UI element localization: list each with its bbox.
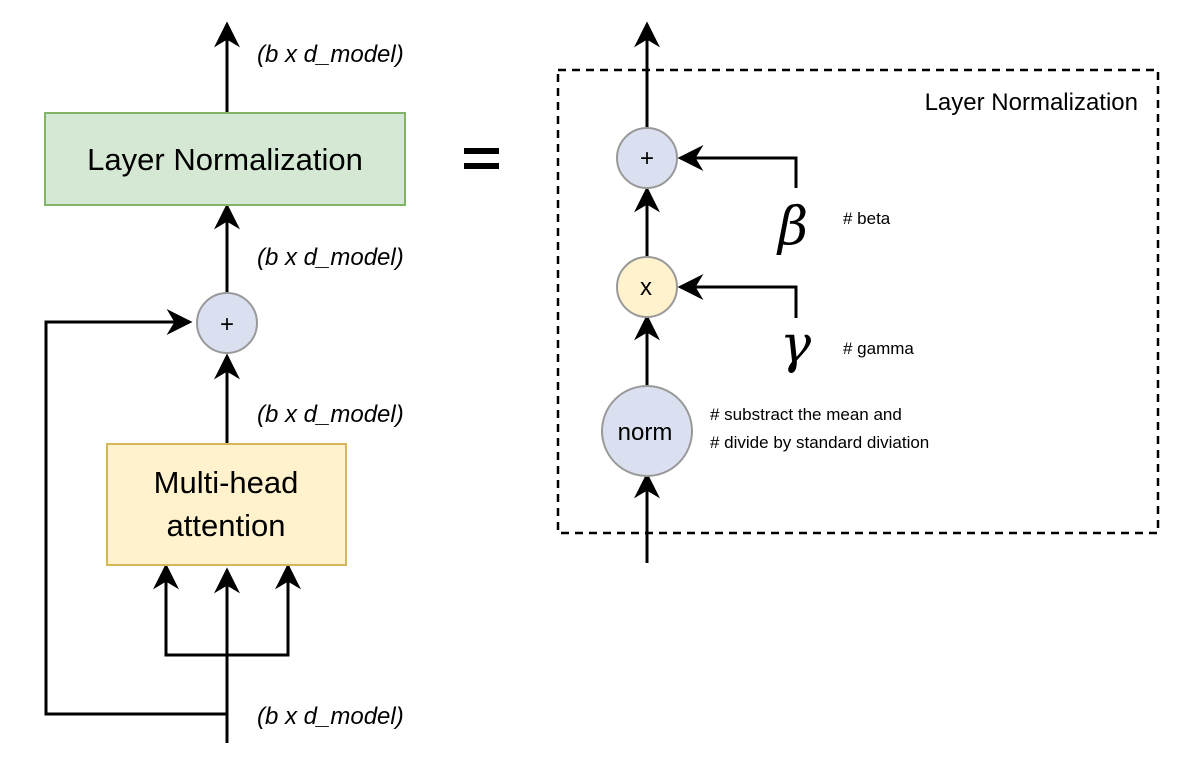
multiply-circle <box>616 256 678 318</box>
norm-circle <box>601 385 693 477</box>
panel-add-node: + <box>616 127 678 189</box>
panel-add-circle <box>616 127 678 189</box>
multi-head-attention-label-line1: Multi-head <box>154 465 299 500</box>
layer-normalization-block: Layer Normalization <box>44 112 406 206</box>
beta-comment: # beta <box>843 209 891 228</box>
norm-label: norm <box>618 419 673 446</box>
dim-label-after-attention: (b x d_model) <box>257 401 404 428</box>
multi-head-attention-block: Multi-head attention <box>106 443 347 566</box>
beta-symbol: β <box>776 197 808 257</box>
layer-normalization-label: Layer Normalization <box>87 142 363 177</box>
attention-branch-line <box>164 570 290 657</box>
multi-head-attention-label-line2: attention <box>167 508 286 543</box>
gamma-comment: # gamma <box>843 339 914 358</box>
norm-comment-line2: # divide by standard diviation <box>710 433 929 452</box>
layer-normalization-panel <box>556 68 1160 535</box>
dim-label-input: (b x d_model) <box>257 703 404 730</box>
add-circle <box>196 292 258 354</box>
multiply-symbol: x <box>640 274 652 301</box>
norm-node: norm <box>601 385 693 477</box>
beta-connector <box>677 145 798 188</box>
norm-comment-line1: # substract the mean and <box>710 405 902 424</box>
multiply-node: x <box>616 256 678 318</box>
residual-connection-line <box>44 309 227 716</box>
dim-label-top: (b x d_model) <box>257 41 404 68</box>
dim-label-after-add: (b x d_model) <box>257 244 404 271</box>
residual-add-node: + <box>196 292 258 354</box>
multi-head-attention-box <box>106 443 347 566</box>
panel-add-symbol: + <box>640 145 654 172</box>
gamma-symbol: γ <box>780 315 812 375</box>
panel-title: Layer Normalization <box>925 89 1138 116</box>
gamma-connector <box>677 274 798 318</box>
equals-sign <box>464 148 499 169</box>
add-symbol: + <box>220 311 234 338</box>
layer-normalization-box <box>44 112 406 206</box>
